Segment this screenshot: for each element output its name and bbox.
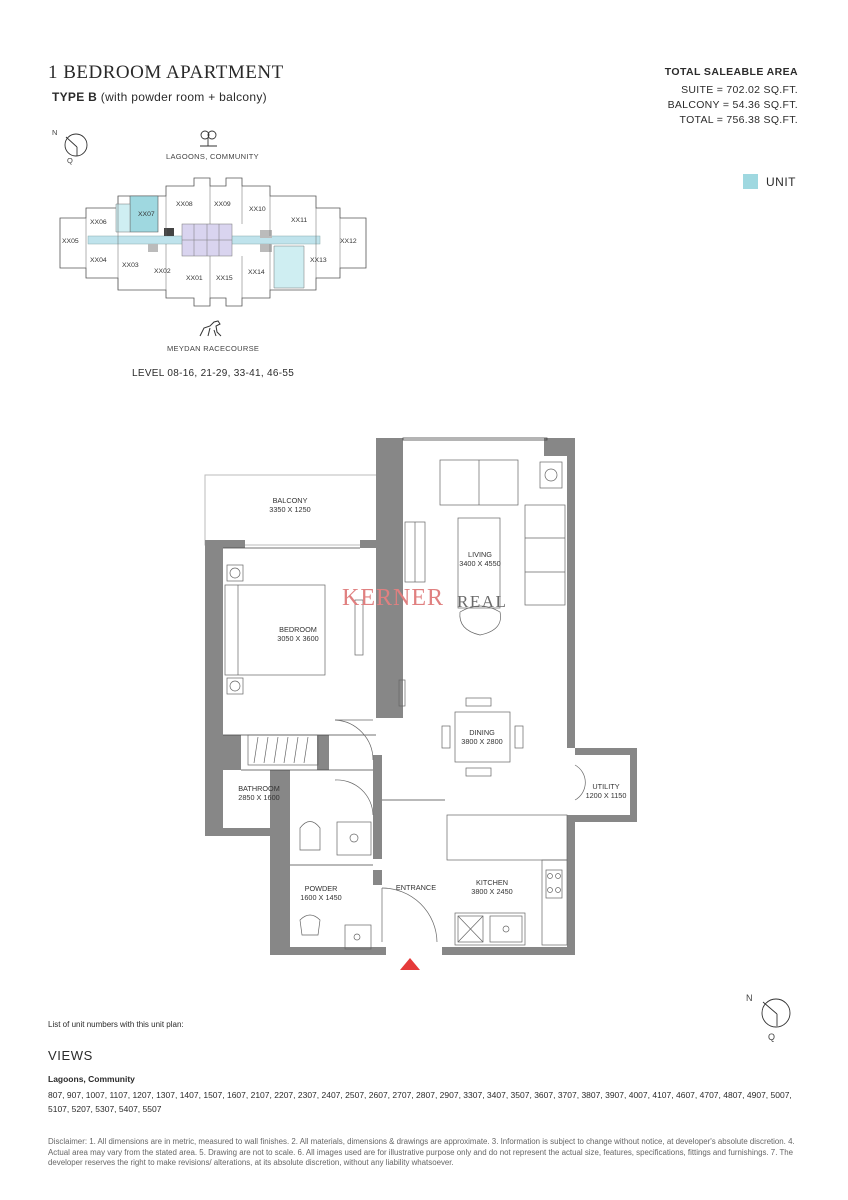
room-living: LIVING 3400 X 4550	[450, 550, 510, 568]
room-utility-name: UTILITY	[592, 782, 620, 791]
keyplan-unit-xx13: XX13	[310, 257, 327, 264]
views-category: Lagoons, Community	[48, 1074, 135, 1084]
views-unit-numbers: 807, 907, 1007, 1107, 1207, 1307, 1407, …	[48, 1090, 792, 1114]
suite-area: SUITE = 702.02 SQ.FT.	[681, 84, 798, 96]
keyplan-compass-icon	[64, 133, 88, 157]
keyplan-unit-xx07: XX07	[138, 211, 155, 218]
total-area: TOTAL = 756.38 SQ.FT.	[679, 114, 798, 126]
room-bathroom-name: BATHROOM	[238, 784, 280, 793]
balcony-area: BALCONY = 54.36 SQ.FT.	[667, 99, 798, 111]
compass-n: N	[746, 993, 753, 1003]
room-bedroom-name: BEDROOM	[279, 625, 317, 634]
room-living-size: 3400 X 4550	[459, 559, 501, 569]
room-balcony-size: 3350 X 1250	[269, 505, 311, 515]
unit-list-label: List of unit numbers with this unit plan…	[48, 1020, 184, 1029]
room-entrance: ENTRANCE	[386, 883, 446, 892]
keyplan-unit-xx10: XX10	[249, 206, 266, 213]
saleable-area-heading: TOTAL SALEABLE AREA	[664, 66, 798, 78]
room-bedroom: BEDROOM 3050 X 3600	[268, 625, 328, 643]
room-kitchen-name: KITCHEN	[475, 878, 509, 887]
keyplan-unit-xx08: XX08	[176, 201, 193, 208]
room-balcony-name: BALCONY	[272, 496, 308, 505]
room-bathroom: BATHROOM 2850 X 1600	[229, 784, 289, 802]
unit-floor-plan	[204, 437, 637, 970]
page-title: 1 BEDROOM APARTMENT	[48, 62, 284, 83]
views-heading: VIEWS	[48, 1048, 93, 1063]
entrance-arrow-icon	[400, 958, 420, 970]
keyplan-unit-xx12: XX12	[340, 238, 357, 245]
keyplan-unit-xx11: XX11	[291, 217, 307, 224]
unit-legend-swatch	[743, 174, 758, 189]
unit-legend: UNIT	[743, 174, 796, 189]
keyplan-unit-xx14: XX14	[248, 269, 265, 276]
room-bathroom-size: 2850 X 1600	[238, 793, 280, 803]
room-balcony: BALCONY 3350 X 1250	[260, 496, 320, 514]
room-dining: DINING 3800 X 2800	[452, 728, 512, 746]
keyplan-unit-xx01: XX01	[186, 275, 203, 282]
keyplan-unit-xx09: XX09	[214, 201, 231, 208]
keyplan-compass-n: N	[52, 128, 58, 137]
room-dining-size: 3800 X 2800	[461, 737, 503, 747]
disclaimer: Disclaimer: 1. All dimensions are in met…	[48, 1137, 795, 1167]
compass-q: Q	[768, 1032, 776, 1042]
keyplan-unit-xx03: XX03	[122, 262, 139, 269]
level-range: LEVEL 08-16, 21-29, 33-41, 46-55	[132, 368, 295, 379]
room-kitchen: KITCHEN 3800 X 2450	[462, 878, 522, 896]
keyplan-bottom-view-label: MEYDAN RACECOURSE	[167, 344, 260, 353]
watermark-brand: KERNER	[342, 585, 444, 611]
room-bedroom-size: 3050 X 3600	[277, 634, 319, 644]
unit-type-detail: (with powder room + balcony)	[97, 90, 267, 104]
room-kitchen-size: 3800 X 2450	[471, 887, 513, 897]
room-powder: POWDER 1600 X 1450	[291, 884, 351, 902]
keyplan-unit-xx02: XX02	[154, 268, 171, 275]
room-living-name: LIVING	[468, 550, 492, 559]
keyplan-top-view-label: LAGOONS, COMMUNITY	[166, 152, 259, 161]
unit-legend-label: UNIT	[766, 174, 796, 189]
horse-icon	[199, 320, 222, 337]
room-dining-name: DINING	[469, 728, 495, 737]
room-entrance-name: ENTRANCE	[395, 883, 437, 892]
room-powder-name: POWDER	[304, 884, 338, 893]
floor-key-plan: XX05 XX06 XX07 XX08 XX09 XX10 XX11 XX12 …	[59, 177, 367, 307]
keyplan-unit-xx04: XX04	[90, 257, 107, 264]
compass-icon	[761, 998, 791, 1028]
keyplan-unit-xx15: XX15	[216, 275, 233, 282]
palm-tree-icon	[200, 130, 217, 147]
unit-type: TYPE B	[52, 90, 98, 104]
unit-type-subtitle: TYPE B (with powder room + balcony)	[52, 90, 267, 104]
keyplan-unit-xx05: XX05	[62, 238, 79, 245]
watermark-brand-sub: REAL	[457, 592, 508, 611]
keyplan-compass-q: Q	[67, 156, 74, 165]
room-powder-size: 1600 X 1450	[300, 893, 342, 903]
room-utility-size: 1200 X 1150	[585, 791, 627, 801]
keyplan-unit-xx06: XX06	[90, 219, 107, 226]
room-utility: UTILITY 1200 X 1150	[576, 782, 636, 800]
